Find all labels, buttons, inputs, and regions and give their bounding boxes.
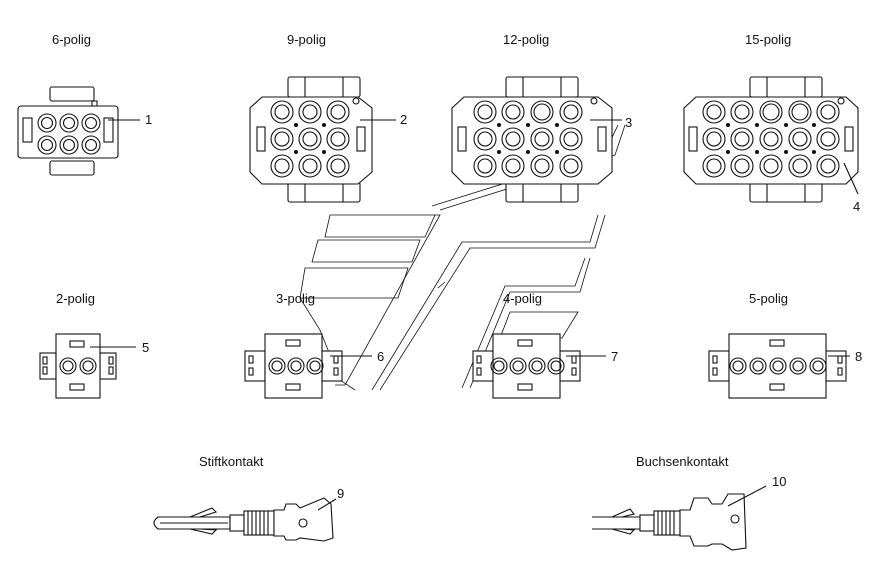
connector-2-pin: 2-polig 5 <box>39 291 149 399</box>
connector-4-pin: 4-polig 7 <box>472 291 618 399</box>
contact-label: Stiftkontakt <box>199 454 264 469</box>
connector-label: 4-polig <box>503 291 542 306</box>
callout-number: 4 <box>853 199 860 214</box>
callout-number: 1 <box>145 112 152 127</box>
callout-number: 9 <box>337 486 344 501</box>
callout-number: 10 <box>772 474 786 489</box>
socket-contact: Buchsenkontakt 10 <box>592 454 786 551</box>
connector-label: 5-polig <box>749 291 788 306</box>
callout-number: 5 <box>142 340 149 355</box>
connector-15-pin: 15-polig 4 <box>683 32 860 214</box>
callout-number: 2 <box>400 112 407 127</box>
pin-contact: Stiftkontakt 9 <box>153 454 344 542</box>
callout-number: 3 <box>625 115 632 130</box>
connector-6-pin: 6-polig 1 <box>17 32 152 176</box>
connector-label: 3-polig <box>276 291 315 306</box>
connector-label: 2-polig <box>56 291 95 306</box>
connector-label: 15-polig <box>745 32 791 47</box>
connector-5-pin: 5-polig 8 <box>708 291 862 399</box>
contact-label: Buchsenkontakt <box>636 454 729 469</box>
callout-number: 8 <box>855 349 862 364</box>
connector-9-pin: 9-polig 2 <box>249 32 407 203</box>
connector-12-pin: 12-polig 3 <box>451 32 632 203</box>
callout-number: 6 <box>377 349 384 364</box>
connector-label: 12-polig <box>503 32 549 47</box>
connector-label: 6-polig <box>52 32 91 47</box>
connector-3-pin: 3-polig 6 <box>244 291 384 399</box>
callout-number: 7 <box>611 349 618 364</box>
connector-label: 9-polig <box>287 32 326 47</box>
